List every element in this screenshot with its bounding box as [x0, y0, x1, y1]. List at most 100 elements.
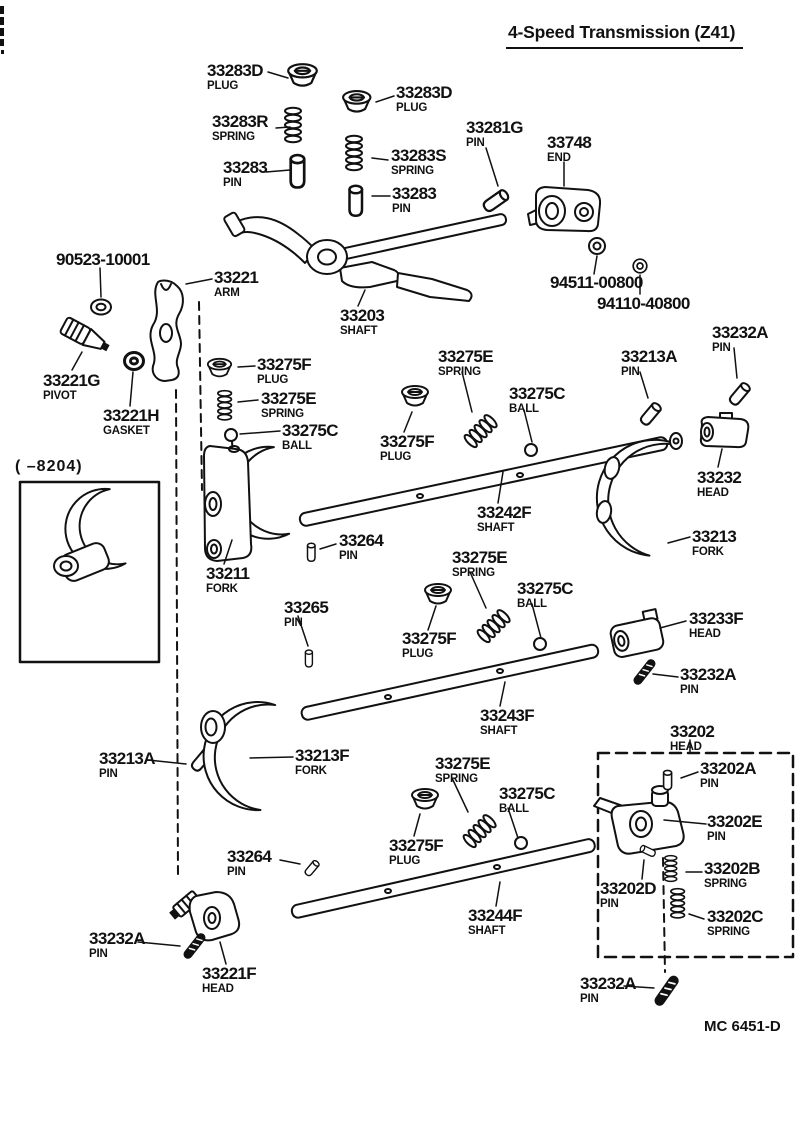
part-number: 94511-00800: [550, 273, 643, 292]
part-number: 33213A: [621, 347, 678, 366]
pin-33265-icon: [304, 649, 314, 668]
part-type: HEAD: [689, 628, 721, 640]
part-number: 33264: [227, 847, 272, 866]
head-33202-drawing: [593, 785, 685, 855]
part-number: 33283R: [212, 112, 269, 131]
part-type: PIN: [392, 203, 411, 215]
part-type: SPRING: [212, 131, 255, 143]
part-type: SPRING: [261, 408, 304, 420]
part-type: SPRING: [391, 165, 434, 177]
part-type: PIN: [89, 948, 108, 960]
part-type: SPRING: [438, 366, 481, 378]
part-type: PIN: [339, 550, 358, 562]
part-number: 33213F: [295, 746, 350, 765]
pin-33283-icon: [348, 184, 364, 217]
part-number: 33232: [697, 468, 742, 487]
part-label-94511-00800: 94511-00800: [550, 274, 643, 291]
part-type: SHAFT: [480, 725, 518, 737]
head-33221f-drawing: [169, 890, 241, 942]
part-type: PIN: [99, 768, 118, 780]
part-number: 33232A: [89, 929, 146, 948]
spring-33283s-icon: [345, 134, 363, 172]
head-33232-drawing: [699, 412, 750, 449]
pin-33281g-icon: [480, 187, 511, 214]
part-type: PLUG: [380, 451, 412, 463]
part-type: FORK: [206, 583, 238, 595]
part-number: 33283D: [396, 83, 453, 102]
part-type: BALL: [509, 403, 539, 415]
part-type: PIVOT: [43, 390, 77, 402]
part-type: END: [547, 152, 571, 164]
part-type: PIN: [600, 898, 619, 910]
spring-33202c-icon: [669, 887, 686, 919]
shaft-33203-drawing: [330, 213, 508, 262]
part-type: SHAFT: [477, 522, 515, 534]
part-type: SPRING: [435, 773, 478, 785]
nut-94110-icon: [632, 258, 648, 274]
part-label-94110-40800: 94110-40800: [597, 295, 690, 312]
ball-33275c-icon: [524, 443, 538, 457]
pin-33232a-icon: [630, 656, 659, 688]
part-type: SPRING: [704, 878, 747, 890]
part-number: 33202B: [704, 859, 761, 878]
part-type: PIN: [680, 684, 699, 696]
diagram-title: 4-Speed Transmission (Z41): [506, 22, 744, 49]
part-type: BALL: [517, 598, 547, 610]
part-type: SHAFT: [468, 925, 506, 937]
part-number: 33283D: [207, 61, 264, 80]
part-number: 33232A: [712, 323, 769, 342]
part-number: 33202A: [700, 759, 757, 778]
part-number: 33281G: [466, 118, 524, 137]
pin-33283-icon: [289, 153, 306, 189]
ball-33275c-icon: [224, 428, 238, 442]
part-type: FORK: [692, 546, 724, 558]
fork-33211-inset-drawing: [53, 487, 127, 582]
part-number: 33213A: [99, 749, 156, 768]
part-type: PLUG: [207, 80, 239, 92]
washer-90523-drawing: [90, 298, 112, 316]
part-number: 33202: [670, 722, 715, 741]
pin-33213a-icon: [638, 400, 664, 428]
part-number: 33275C: [499, 784, 556, 803]
spring-33202b-icon: [664, 854, 678, 883]
part-number: 33202E: [707, 812, 763, 831]
arm-33221-assembly-drawing: [223, 211, 473, 302]
part-label-90523-10001: 90523-10001: [56, 251, 150, 268]
part-type: PLUG: [402, 648, 434, 660]
pin-33202a-icon: [662, 769, 673, 791]
end-33748-drawing: [527, 186, 602, 233]
part-type: PLUG: [257, 374, 289, 386]
part-number: 33275E: [261, 389, 317, 408]
leader-lines: [71, 71, 738, 989]
part-number: 33213: [692, 527, 737, 546]
part-number: 33232A: [580, 974, 637, 993]
plug-33275f-icon: [206, 357, 233, 378]
part-type: GASKET: [103, 425, 150, 437]
part-type: HEAD: [697, 487, 729, 499]
plug-33283d-icon: [342, 90, 372, 113]
spring-33275e-icon: [460, 812, 499, 850]
